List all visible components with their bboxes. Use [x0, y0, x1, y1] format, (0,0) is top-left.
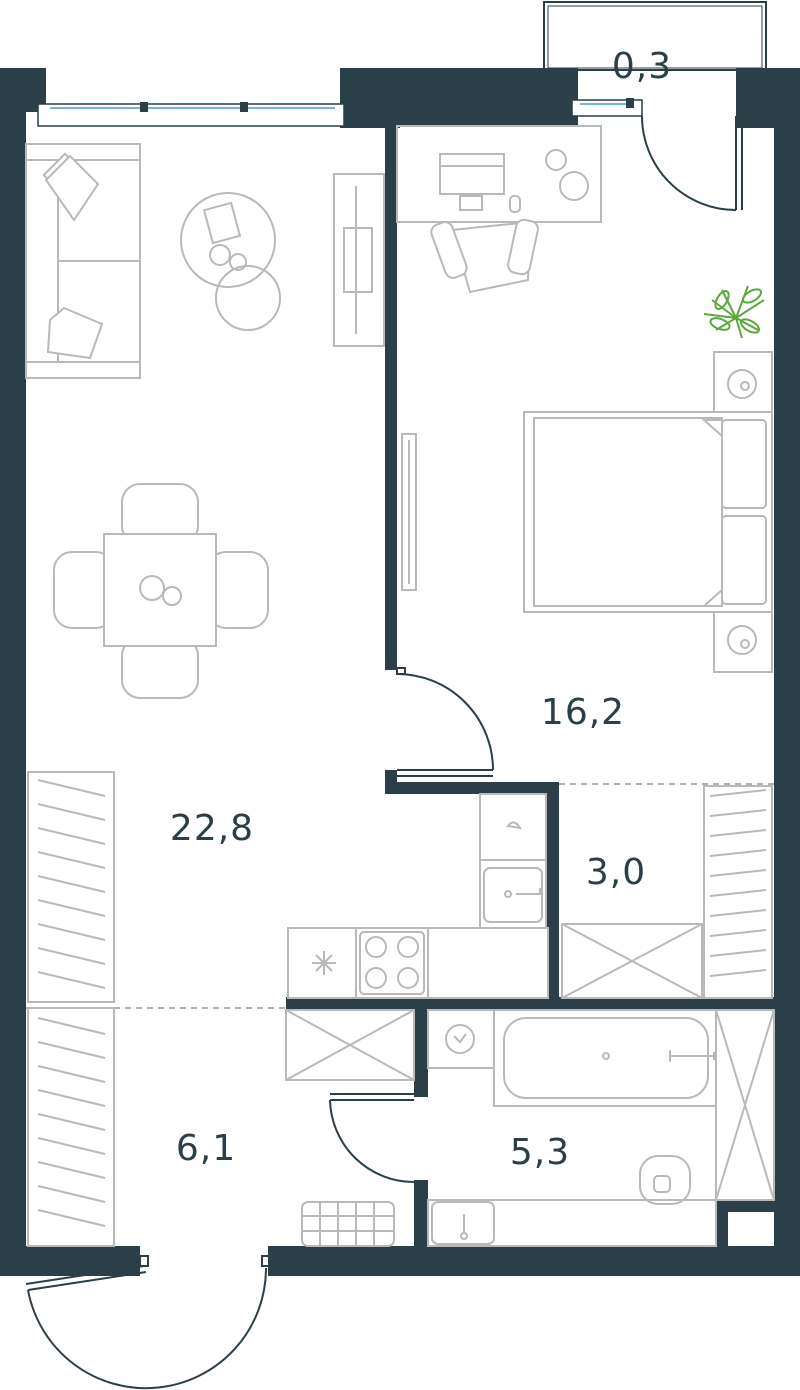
kitchen-cabinets-left — [27, 771, 115, 1003]
bed — [523, 351, 773, 673]
window-living — [37, 102, 345, 127]
hall-cabinet — [27, 1007, 115, 1247]
snowflake-icon — [312, 951, 336, 975]
shoe-rack — [301, 1201, 395, 1247]
sofa — [25, 143, 141, 379]
kitchen-sink — [479, 793, 547, 929]
shower-cabinet — [715, 1009, 775, 1201]
window-bedroom — [571, 98, 643, 117]
coffee-table — [180, 192, 281, 331]
area-label-balcony: 0,3 — [612, 46, 672, 87]
bathtub — [493, 1009, 717, 1107]
area-label-living-kitchen: 22,8 — [170, 808, 254, 849]
wardrobe-shelves — [703, 785, 773, 999]
area-label-bathroom: 5,3 — [510, 1132, 570, 1173]
plant-icon — [703, 285, 765, 339]
area-label-wardrobe: 3,0 — [586, 852, 646, 893]
bedroom-door — [396, 667, 494, 777]
balcony — [543, 1, 767, 211]
area-label-hallway: 6,1 — [176, 1128, 236, 1169]
desk — [396, 125, 602, 294]
bathroom-sink — [427, 1199, 717, 1247]
toilet — [639, 1155, 691, 1205]
area-label-bedroom: 16,2 — [541, 692, 625, 733]
kitchen-counter — [287, 927, 549, 999]
wall-mirror — [401, 433, 417, 591]
washing-machine — [427, 1009, 495, 1069]
wardrobe-box — [561, 923, 703, 999]
dining-table — [53, 483, 269, 699]
entrance-door — [25, 1255, 271, 1390]
bathroom-door — [329, 1093, 415, 1183]
tv-unit — [333, 173, 385, 347]
hall-box — [285, 1009, 415, 1081]
walls — [0, 68, 800, 1276]
